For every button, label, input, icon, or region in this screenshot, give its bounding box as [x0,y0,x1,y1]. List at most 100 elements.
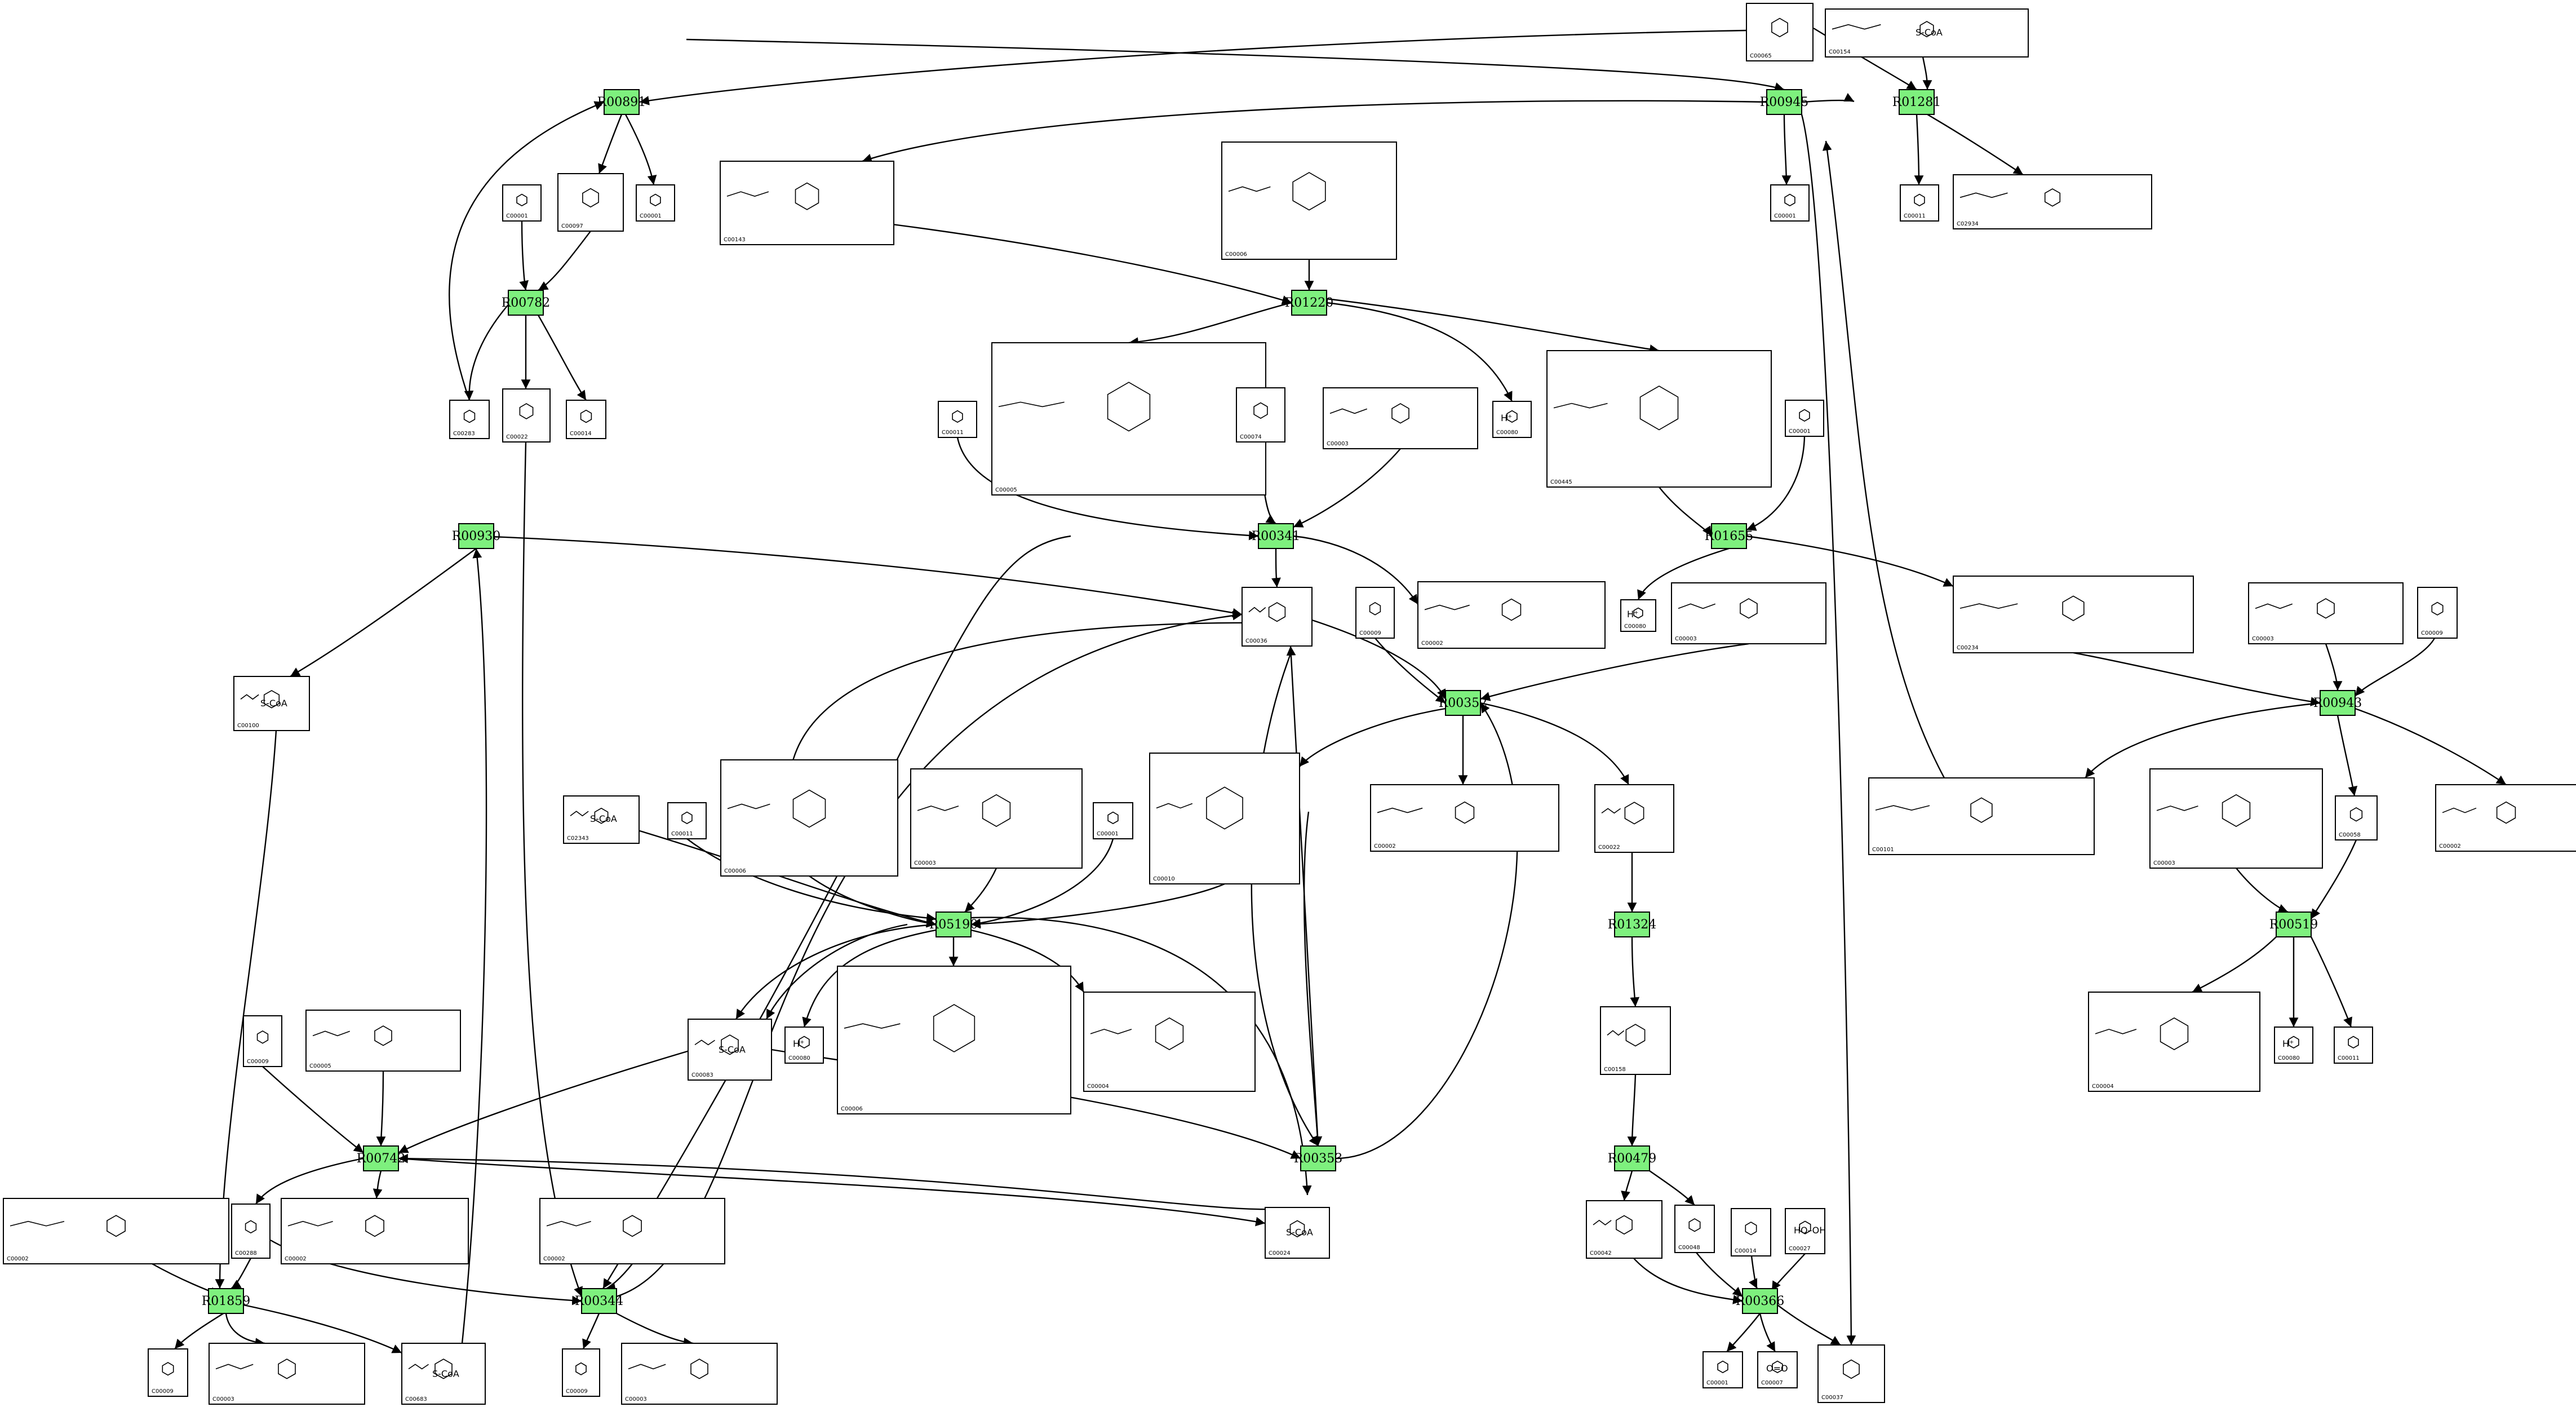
compound-c00037[interactable]: C00037 [1817,1344,1885,1403]
compound-c00022[interactable]: C00022 [502,388,551,443]
compound-c00003[interactable]: C00003 [1323,387,1478,449]
compound-c00009[interactable]: C00009 [1355,587,1395,639]
compound-c00003[interactable]: C00003 [209,1343,365,1405]
edge-88 [476,535,1243,618]
compound-c00009[interactable]: C00009 [243,1015,282,1067]
compound-c00001[interactable]: C00001 [502,184,542,222]
reaction-r00945[interactable]: R00945 [1760,89,1809,115]
compound-c00006[interactable]: C00006 [1221,141,1397,260]
compound-c00101[interactable]: C00101 [1868,777,2095,855]
compound-c00001[interactable]: C00001 [1770,184,1810,222]
compound-c00002[interactable]: C00002 [539,1198,725,1264]
compound-c00080[interactable]: H⁺C00080 [784,1027,824,1064]
structure-sketch [1156,786,1243,830]
compound-c00005[interactable]: C00005 [305,1010,461,1072]
reaction-r00479[interactable]: R00479 [1608,1145,1657,1171]
compound-c00002[interactable]: C00002 [1370,784,1559,852]
compound-c00011[interactable]: C00011 [938,401,977,438]
edge-5 [1781,114,1792,185]
compound-c00005[interactable]: C00005 [991,342,1266,495]
compound-c00004[interactable]: C00004 [2088,992,2260,1092]
compound-c00002[interactable]: C00002 [1417,581,1606,649]
compound-c00080[interactable]: H⁺C00080 [1620,599,1656,632]
compound-c00042[interactable]: C00042 [1586,1200,1662,1259]
compound-c00002[interactable]: C00002 [2435,784,2576,852]
reaction-r00341[interactable]: R00341 [1252,523,1301,549]
reaction-r00519[interactable]: R00519 [2269,912,2318,937]
compound-c00009[interactable]: C00009 [2417,587,2458,639]
compound-c00014[interactable]: C00014 [1731,1208,1771,1256]
compound-c00048[interactable]: C00048 [1674,1205,1715,1253]
reaction-r01859[interactable]: R01859 [202,1288,251,1314]
compound-id: C02934 [1957,221,1979,227]
compound-c00143[interactable]: C00143 [720,161,894,245]
compound-c00003[interactable]: C00003 [2248,582,2404,644]
compound-c00009[interactable]: C00009 [148,1348,188,1397]
compound-c00234[interactable]: C00234 [1953,576,2194,653]
reaction-r00353[interactable]: R00353 [1294,1145,1343,1171]
compound-c00011[interactable]: C00011 [1900,184,1939,222]
compound-box [837,966,1071,1114]
reaction-r05190[interactable]: R05190 [929,912,978,937]
compound-c00065[interactable]: C00065 [1746,3,1814,61]
reaction-r00352[interactable]: R00352 [1439,690,1488,716]
compound-box [1746,3,1814,61]
compound-c00006[interactable]: C00006 [720,759,898,877]
reaction-box [1711,523,1747,549]
compound-c00003[interactable]: C00003 [1671,582,1826,644]
reaction-box [1291,290,1327,316]
reaction-r01220[interactable]: R01220 [1285,290,1334,316]
compound-c00283[interactable]: C00283 [449,400,490,439]
compound-c00004[interactable]: C00004 [1083,992,1256,1092]
compound-c00002[interactable]: C00002 [281,1198,469,1264]
reaction-r01324[interactable]: R01324 [1608,912,1657,937]
compound-c00001[interactable]: C00001 [636,184,675,222]
compound-c00058[interactable]: C00058 [2335,795,2378,840]
compound-c00445[interactable]: C00445 [1546,350,1772,488]
compound-c00080[interactable]: H⁺C00080 [1492,401,1532,438]
compound-c00009[interactable]: C00009 [562,1348,600,1397]
reaction-r00930[interactable]: R00930 [452,523,501,549]
compound-c02934[interactable]: C02934 [1953,174,2152,229]
reaction-label: R01220 [1285,296,1334,310]
compound-c00010[interactable]: C00010 [1149,753,1300,884]
reaction-r00891[interactable]: R00891 [597,89,646,115]
compound-c00014[interactable]: C00014 [566,400,606,439]
compound-c00003[interactable]: C00003 [2149,768,2323,869]
compound-c00288[interactable]: C00288 [231,1204,271,1259]
compound-c00001[interactable]: C00001 [1702,1351,1743,1388]
edge-37 [1480,702,1630,785]
compound-c00036[interactable]: C00036 [1242,587,1313,647]
reaction-r00366[interactable]: R00366 [1736,1288,1785,1314]
compound-c00158[interactable]: C00158 [1600,1006,1671,1075]
compound-c00003[interactable]: C00003 [910,768,1083,869]
reaction-label: R00344 [575,1294,624,1308]
compound-c00006[interactable]: C00006 [837,966,1071,1114]
reaction-r00943[interactable]: R00943 [2313,690,2362,716]
compound-c00097[interactable]: C00097 [557,173,624,232]
compound-c00011[interactable]: C00011 [2334,1027,2373,1064]
compound-c00074[interactable]: C00074 [1236,387,1285,443]
compound-c00001[interactable]: C00001 [1785,400,1824,437]
compound-c00011[interactable]: C00011 [667,802,707,839]
compound-box [1953,576,2194,653]
compound-c00001[interactable]: C00001 [1093,802,1133,839]
reaction-r00344[interactable]: R00344 [575,1288,624,1314]
reaction-r00782[interactable]: R00782 [502,290,551,316]
compound-c00003[interactable]: C00003 [621,1343,778,1405]
compound-c00080[interactable]: H⁺C00080 [2274,1027,2313,1064]
compound-id: C00158 [1604,1067,1626,1073]
reaction-r00742[interactable]: R00742 [357,1145,406,1171]
reaction-r01655[interactable]: R01655 [1705,523,1754,549]
compound-c00002[interactable]: C00002 [3,1198,229,1264]
compound-c00022[interactable]: C00022 [1594,784,1674,853]
reaction-r01281[interactable]: R01281 [1892,89,1941,115]
